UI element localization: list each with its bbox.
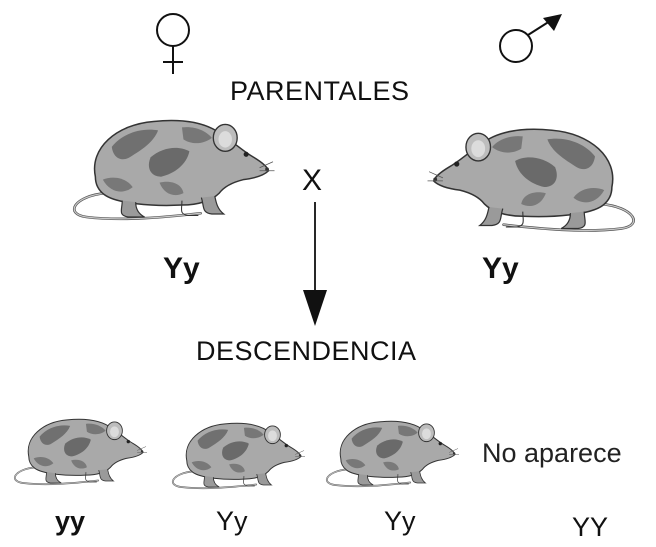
offspring-rat-image <box>325 420 460 488</box>
offspring-rat-image <box>171 422 306 490</box>
mother-rat-image <box>72 119 276 221</box>
offspring-rat-image <box>13 418 148 486</box>
father-rat-image <box>426 127 635 232</box>
mother-genotype: Yy <box>163 252 200 285</box>
parentales-title: PARENTALES <box>230 76 410 106</box>
offspring-genotype: yy <box>55 506 86 536</box>
cross-arrow <box>303 202 327 326</box>
male-symbol-icon <box>499 14 562 63</box>
cross-symbol: X <box>302 164 323 197</box>
father-genotype: Yy <box>482 252 519 285</box>
offspring-genotype: Yy <box>384 506 416 536</box>
offspring-genotype: YY <box>572 512 609 542</box>
female-symbol-icon <box>156 13 190 74</box>
descendencia-title: DESCENDENCIA <box>196 336 417 366</box>
absent-note: No aparece <box>482 438 622 468</box>
offspring-genotype: Yy <box>216 506 248 536</box>
